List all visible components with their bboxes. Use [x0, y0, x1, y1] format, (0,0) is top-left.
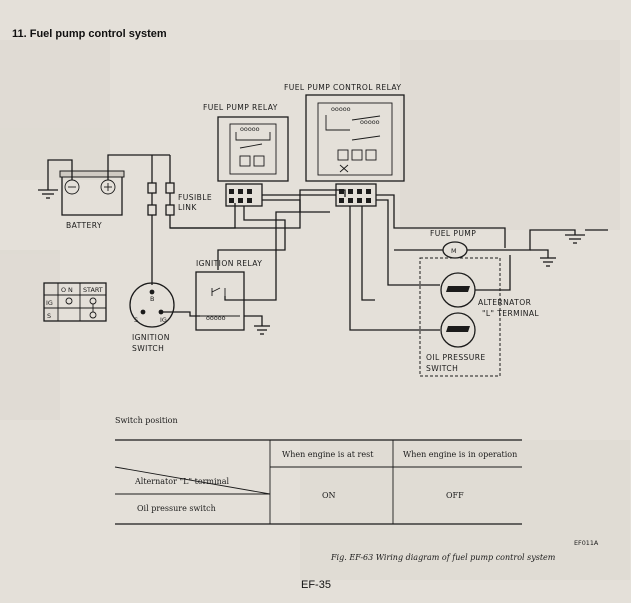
- fuel-pump-label: FUEL PUMP: [430, 229, 476, 238]
- ground-icon-battery: [38, 189, 58, 199]
- svg-text:ooooo: ooooo: [360, 118, 380, 126]
- switch-table-row-ig: IG: [46, 299, 53, 307]
- switch-table-row-s: S: [47, 312, 51, 320]
- svg-text:ooooo: ooooo: [206, 314, 226, 322]
- figure-caption: Fig. EF-63 Wiring diagram of fuel pump c…: [330, 553, 556, 562]
- fuel-pump: FUEL PUMP M: [430, 229, 476, 259]
- position-value-rest: ON: [322, 491, 336, 500]
- ignition-switch: B S IG IGNITION SWITCH: [129, 282, 175, 353]
- switch-table-col-start: START: [83, 286, 103, 294]
- fusible-link-label: FUSIBLE LINK: [178, 193, 215, 212]
- position-value-operation: OFF: [446, 491, 464, 500]
- svg-text:ooooo: ooooo: [331, 105, 351, 113]
- fuel-pump-control-relay: FUEL PUMP CONTROL RELAY ooooo ooooo: [284, 83, 405, 207]
- battery: BATTERY: [59, 170, 125, 230]
- fuel-pump-control-relay-label: FUEL PUMP CONTROL RELAY: [284, 83, 401, 92]
- position-row-oil: Oil pressure switch: [137, 504, 216, 513]
- switch-terminal-b: B: [150, 295, 154, 303]
- ignition-relay-label: IGNITION RELAY: [196, 259, 262, 268]
- oil-pressure-switch: OIL PRESSURE SWITCH: [426, 312, 488, 373]
- switch-contact-table: O N START IG S: [43, 282, 107, 322]
- page-texture: [0, 40, 630, 580]
- ignition-switch-label: IGNITION SWITCH: [132, 333, 173, 353]
- position-col-rest: When engine is at rest: [282, 450, 374, 459]
- position-table-title: Switch position: [115, 416, 178, 425]
- svg-text:ooooo: ooooo: [240, 125, 260, 133]
- alternator-label: ALTERNATOR "L" TERMINAL: [478, 298, 539, 318]
- fusible-link: FUSIBLE LINK: [147, 155, 215, 235]
- ground-icon-ignition-relay: [254, 325, 270, 335]
- alternator-l-terminal: ALTERNATOR "L" TERMINAL: [440, 272, 539, 318]
- switch-table-col-on: O N: [61, 286, 73, 294]
- fuel-pump-relay-label: FUEL PUMP RELAY: [203, 103, 278, 112]
- switch-position-table: Switch position When engine is at rest W…: [114, 416, 522, 525]
- switch-terminal-ig: IG: [160, 316, 167, 324]
- position-col-operation: When engine is in operation: [403, 450, 517, 459]
- switch-terminal-s: S: [134, 316, 138, 324]
- ground-icon-right: [565, 234, 585, 244]
- ignition-relay: IGNITION RELAY ooooo: [195, 259, 262, 331]
- page-number: EF-35: [301, 579, 331, 591]
- fuel-pump-relay: FUEL PUMP RELAY ooooo: [203, 103, 289, 207]
- oil-pressure-label: OIL PRESSURE SWITCH: [426, 353, 488, 373]
- position-row-alternator: Alternator "L" terminal: [134, 477, 229, 486]
- ground-icon-fuel-pump: [540, 257, 556, 267]
- figure-code: EF011A: [574, 539, 599, 547]
- fuel-pump-motor-icon: M: [451, 247, 457, 255]
- section-title: 11. Fuel pump control system: [12, 28, 167, 40]
- battery-label: BATTERY: [66, 221, 102, 230]
